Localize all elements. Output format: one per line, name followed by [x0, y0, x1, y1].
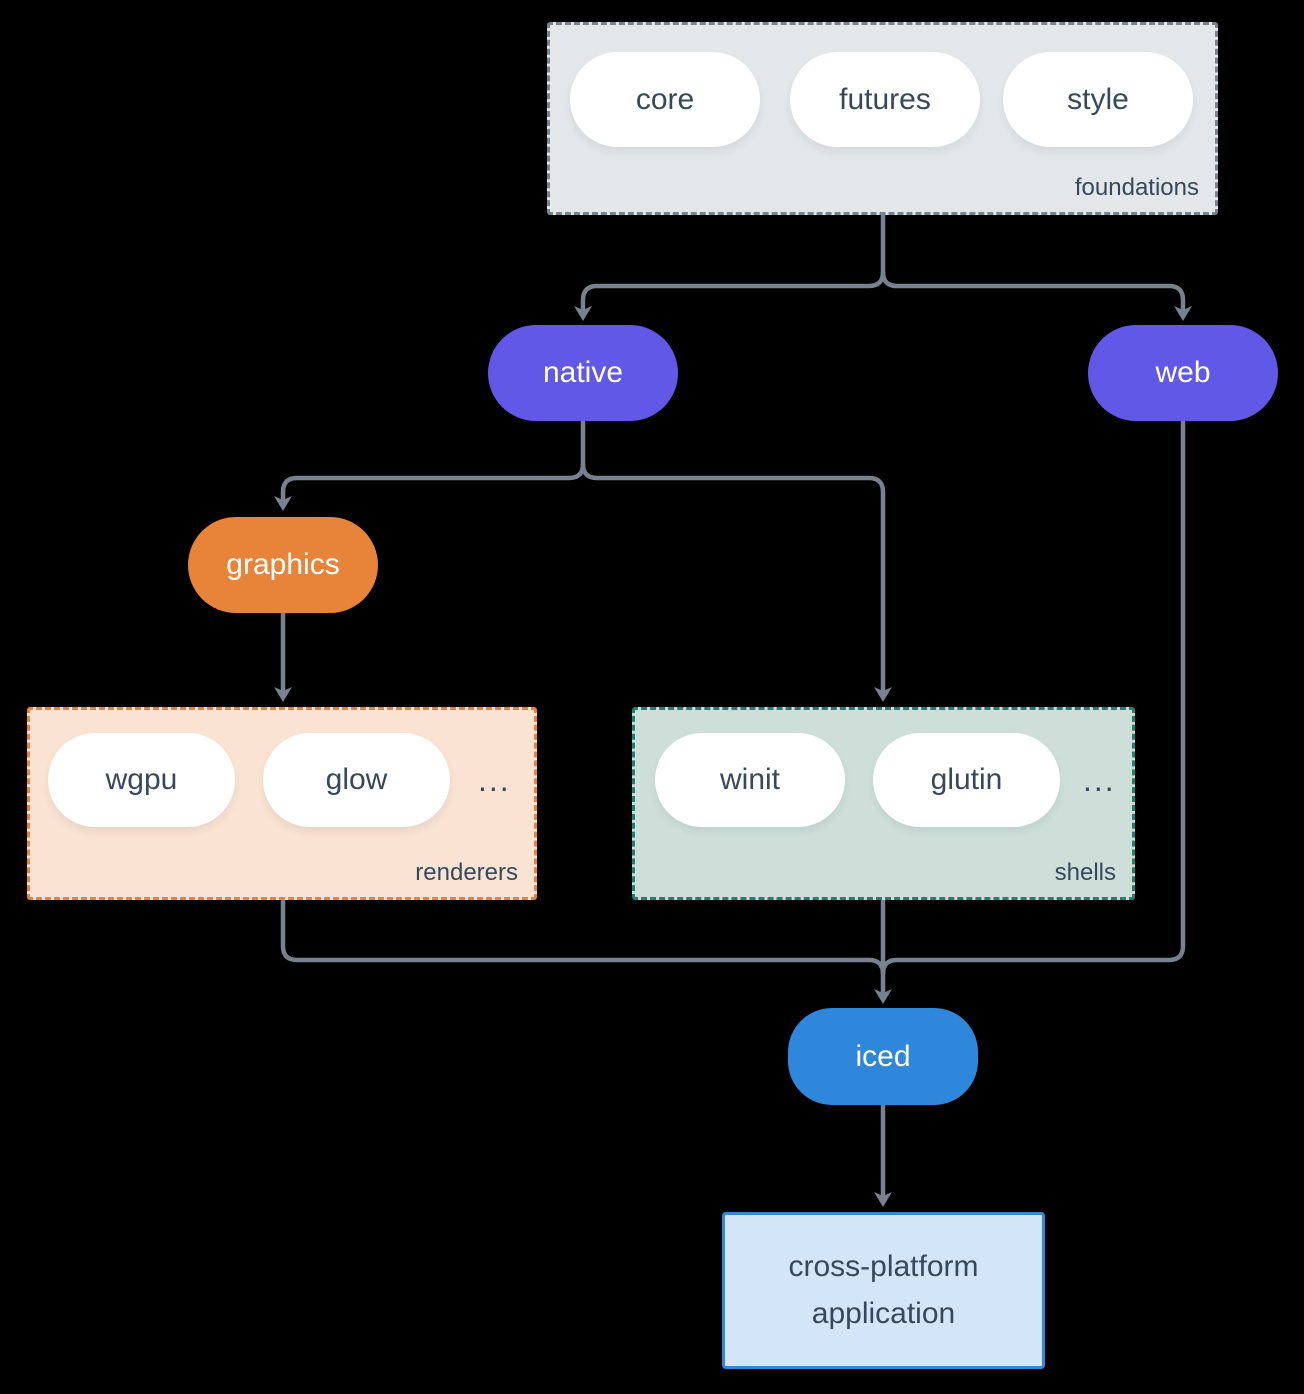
- node-style-label: style: [1067, 82, 1129, 116]
- node-winit-label: winit: [719, 763, 780, 796]
- arrowhead-application: [874, 1192, 892, 1207]
- node-glutin: glutin: [873, 733, 1060, 827]
- node-core-label: core: [635, 82, 695, 116]
- node-winit: winit: [655, 733, 845, 827]
- node-core: core: [570, 52, 760, 147]
- renderers-ellipsis: ...: [478, 762, 511, 798]
- node-native: native: [488, 325, 678, 421]
- arrow-foundations-to-web: [880, 271, 1186, 314]
- node-wgpu: wgpu: [48, 733, 235, 827]
- node-glow-label: glow: [325, 763, 388, 796]
- foundations-group-label: foundations: [1074, 174, 1199, 201]
- shells-group-label: shells: [1054, 859, 1116, 886]
- node-glow: glow: [263, 733, 450, 827]
- node-wgpu-label: wgpu: [105, 763, 178, 796]
- application-label-line1: cross-platform: [788, 1250, 979, 1283]
- arrow-native-to-shells: [580, 463, 886, 694]
- arrowhead-iced: [874, 989, 892, 1004]
- line-renderers-to-merge: [280, 900, 886, 975]
- node-iced: iced: [788, 1008, 978, 1105]
- arrow-native-to-graphics: [280, 421, 586, 503]
- shells-group: winit glutin ... shells: [632, 707, 1135, 900]
- arrowhead-graphics: [274, 496, 292, 511]
- node-futures-label: futures: [839, 82, 931, 116]
- node-web: web: [1088, 325, 1278, 421]
- arrowhead-web: [1174, 306, 1192, 321]
- arrowhead-native: [574, 306, 592, 321]
- node-native-label: native: [542, 356, 624, 389]
- node-style: style: [1003, 52, 1193, 147]
- node-graphics-label: graphics: [226, 548, 340, 581]
- shells-ellipsis: ...: [1083, 762, 1116, 798]
- node-iced-label: iced: [855, 1039, 911, 1073]
- arrowhead-shells: [874, 687, 892, 702]
- node-glutin-label: glutin: [930, 763, 1003, 796]
- node-graphics: graphics: [188, 517, 378, 613]
- node-futures: futures: [790, 52, 980, 147]
- node-cross-platform-application: cross-platform application: [722, 1212, 1045, 1369]
- arrow-foundations-to-native: [580, 215, 886, 314]
- node-web-label: web: [1155, 356, 1211, 389]
- foundations-group: core futures style foundations: [547, 22, 1218, 215]
- application-label-line2: application: [811, 1297, 956, 1330]
- arrowhead-renderers: [274, 687, 292, 702]
- renderers-group: wgpu glow ... renderers: [27, 707, 537, 900]
- renderers-group-label: renderers: [415, 859, 518, 886]
